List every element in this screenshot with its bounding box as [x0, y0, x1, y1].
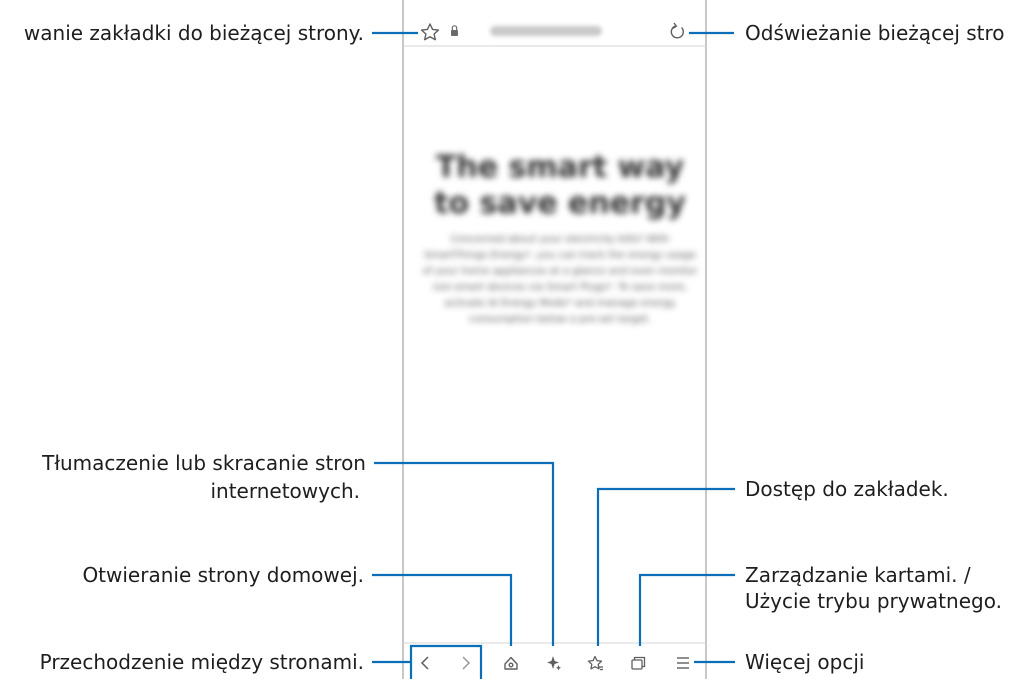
- url-bar[interactable]: [490, 26, 602, 36]
- page-heading: The smart way to save energy: [434, 150, 686, 221]
- callout-bookmarks: Dostęp do zakładek.: [745, 477, 949, 501]
- leader-bookmarks: [596, 487, 735, 646]
- refresh-icon[interactable]: [670, 22, 684, 39]
- callout-tabs: Zarządzanie kartami. /: [745, 563, 971, 587]
- page-content: The smart way to save energy Concerned a…: [420, 150, 700, 328]
- callout-translate-line2: internetowych.: [210, 479, 360, 503]
- lock-icon: [451, 25, 458, 36]
- callout-refresh: Odświeżanie bieżącej stro: [745, 21, 1005, 45]
- chevron-left-icon[interactable]: [420, 656, 429, 670]
- bookmarks-icon[interactable]: [587, 655, 604, 671]
- callout-translate: Tłumaczenie lub skracanie stron: [42, 451, 366, 475]
- callout-lines: [372, 31, 735, 679]
- menu-icon[interactable]: [677, 657, 689, 669]
- leader-home: [372, 573, 513, 646]
- tabs-icon[interactable]: [631, 656, 646, 670]
- callout-home: Otwieranie strony domowej.: [82, 563, 364, 587]
- home-icon[interactable]: [504, 656, 518, 670]
- leader-tabs: [638, 573, 735, 646]
- callout-tabs-line2: Użycie trybu prywatnego.: [745, 589, 1002, 613]
- page-body: Concerned about your electricity bills? …: [422, 234, 698, 325]
- callout-bookmark-add: wanie zakładki do bieżącej strony.: [23, 21, 364, 45]
- callout-navigate: Przechodzenie między stronami.: [39, 650, 364, 674]
- chevron-right-icon[interactable]: [462, 656, 471, 670]
- star-icon[interactable]: [420, 23, 440, 41]
- leader-translate: [374, 461, 555, 646]
- callout-more: Więcej opcji: [745, 650, 865, 674]
- sparkle-icon[interactable]: [547, 656, 561, 671]
- bracket-navigate: [409, 644, 483, 679]
